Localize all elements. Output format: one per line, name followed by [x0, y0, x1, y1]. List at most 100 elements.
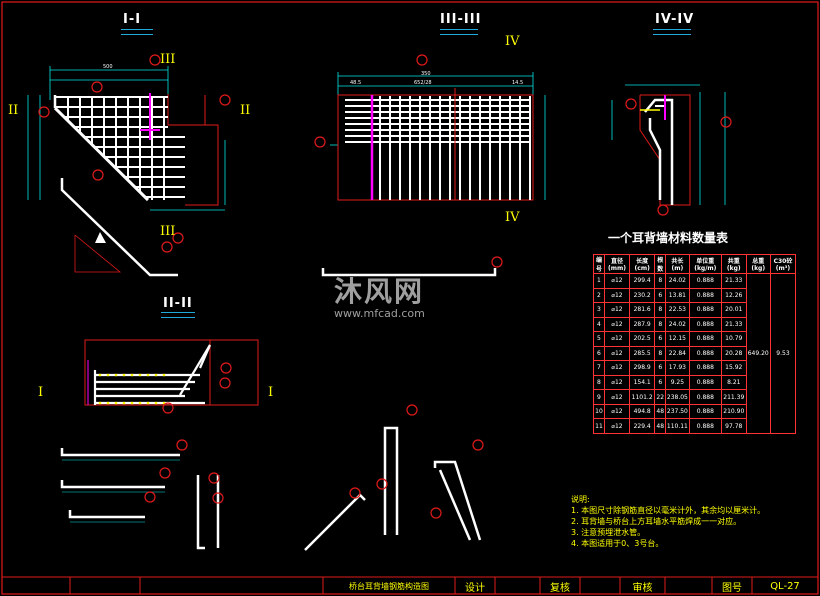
section-title-1: I-I	[123, 12, 142, 27]
notes-block: 说明: 1. 本图尺寸除钢筋直径以毫米计外，其余均以厘米计。 2. 耳背墙与桥台…	[571, 494, 765, 549]
dim-label: 652/28	[414, 80, 432, 86]
table-title: 一个耳背墙材料数量表	[608, 231, 729, 245]
table-cell: 0.888	[688, 287, 723, 304]
dim-label: 350	[421, 71, 431, 77]
table-cell: 6	[654, 374, 667, 391]
total-weight-cell: 649.20	[745, 273, 771, 434]
table-cell: 0.888	[688, 360, 723, 376]
table-cell: 298.9	[629, 360, 656, 376]
table-cell: 299.4	[629, 273, 656, 289]
table-cell: 211.39	[721, 389, 747, 405]
cut-mark-i-a: I	[38, 385, 44, 400]
watermark-url: www.mfcad.com	[334, 307, 425, 320]
cut-mark-i-b: I	[268, 385, 274, 400]
approve-label: 审核	[632, 583, 653, 594]
table-cell: 8	[654, 345, 667, 362]
table-cell: 12.15	[665, 331, 690, 347]
table-cell: 6	[654, 287, 667, 304]
watermark-logo: 沐风网 www.mfcad.com	[334, 270, 425, 320]
note-item: 4. 本图适用于0、3号台。	[571, 539, 664, 548]
table-cell: 8	[593, 374, 605, 391]
table-cell: 22	[654, 389, 667, 405]
section-4-drawing	[611, 84, 726, 206]
table-cell: 494.8	[629, 403, 656, 420]
table-cell: 8.21	[721, 374, 747, 391]
table-cell: ⌀12	[603, 374, 631, 391]
table-cell: 3	[593, 302, 605, 318]
section-underline-3	[440, 29, 478, 35]
table-cell: 15.92	[721, 360, 747, 376]
table-cell: 0.888	[688, 273, 723, 289]
table-cell: ⌀12	[603, 316, 631, 333]
table-cell: 5	[593, 331, 605, 347]
cut-mark-iv-a: IV	[505, 34, 520, 49]
table-cell: 13.81	[665, 287, 690, 304]
table-cell: 22.84	[665, 345, 690, 362]
table-cell: 0.888	[688, 331, 723, 347]
table-cell: 110.11	[665, 418, 690, 434]
table-cell: 22.53	[665, 302, 690, 318]
table-cell: 154.1	[629, 374, 656, 391]
table-header-cell: 直径(mm)	[603, 254, 631, 274]
table-cell: 7	[593, 360, 605, 376]
figure-number-label: 图号	[722, 583, 742, 594]
table-cell: ⌀12	[603, 403, 631, 420]
table-header-cell: 单位重(kg/m)	[688, 254, 723, 274]
table-cell: 17.93	[665, 360, 690, 376]
materials-table: 编号直径(mm)长度(cm)根数共长(m)单位重(kg/m)共重(kg)总重(k…	[593, 254, 797, 434]
table-cell: 1	[593, 273, 605, 289]
note-item: 2. 耳背墙与桥台上方耳墙水平筋焊成一一对应。	[571, 517, 742, 526]
table-cell: 8	[654, 316, 667, 333]
table-header-cell: 共长(m)	[665, 254, 690, 274]
table-cell: 48	[654, 403, 667, 420]
dim-label: 500	[103, 64, 113, 70]
dim-label: 48.5	[350, 80, 362, 86]
table-cell: 48	[654, 418, 667, 434]
table-cell: 6	[654, 360, 667, 376]
concrete-volume-cell: 9.53	[769, 273, 797, 434]
table-cell: 0.888	[688, 302, 723, 318]
drawing-name: 桥台耳背墙钢筋构造图	[349, 582, 429, 591]
table-cell: 21.33	[721, 316, 747, 333]
section-2-drawing	[60, 339, 259, 550]
bar-shapes-middle	[304, 426, 482, 551]
table-cell: 0.888	[688, 374, 723, 391]
table-cell: 6	[593, 345, 605, 362]
table-header-cell: 长度(cm)	[629, 254, 656, 274]
watermark-main: 沐风网	[334, 275, 425, 308]
figure-number: QL-27	[770, 581, 800, 592]
table-cell: 6	[654, 331, 667, 347]
table-cell: 9.25	[665, 374, 690, 391]
table-cell: 20.28	[721, 345, 747, 362]
table-cell: 281.6	[629, 302, 656, 318]
table-cell: 237.50	[665, 403, 690, 420]
table-header-cell: C30砼(m³)	[769, 254, 797, 274]
table-cell: 97.78	[721, 418, 747, 434]
note-item: 1. 本图尺寸除钢筋直径以毫米计外，其余均以厘米计。	[571, 506, 766, 515]
table-cell: 12.26	[721, 287, 747, 304]
review-label: 复核	[550, 583, 570, 594]
table-cell: 11	[593, 418, 605, 434]
table-cell: 238.05	[665, 389, 690, 405]
table-cell: 202.5	[629, 331, 656, 347]
section-underline-4	[653, 29, 691, 35]
table-cell: 21.33	[721, 273, 747, 289]
table-cell: ⌀12	[603, 418, 631, 434]
table-header-cell: 编号	[593, 254, 605, 274]
note-item: 3. 注意预埋泄水管。	[571, 528, 646, 537]
table-cell: 230.2	[629, 287, 656, 304]
table-cell: 229.4	[629, 418, 656, 434]
table-cell: 1101.2	[629, 389, 656, 405]
table-cell: 10.79	[721, 331, 747, 347]
table-cell: 0.888	[688, 389, 723, 405]
table-cell: 20.01	[721, 302, 747, 318]
section-3-drawing	[321, 72, 546, 277]
table-cell: ⌀12	[603, 287, 631, 304]
